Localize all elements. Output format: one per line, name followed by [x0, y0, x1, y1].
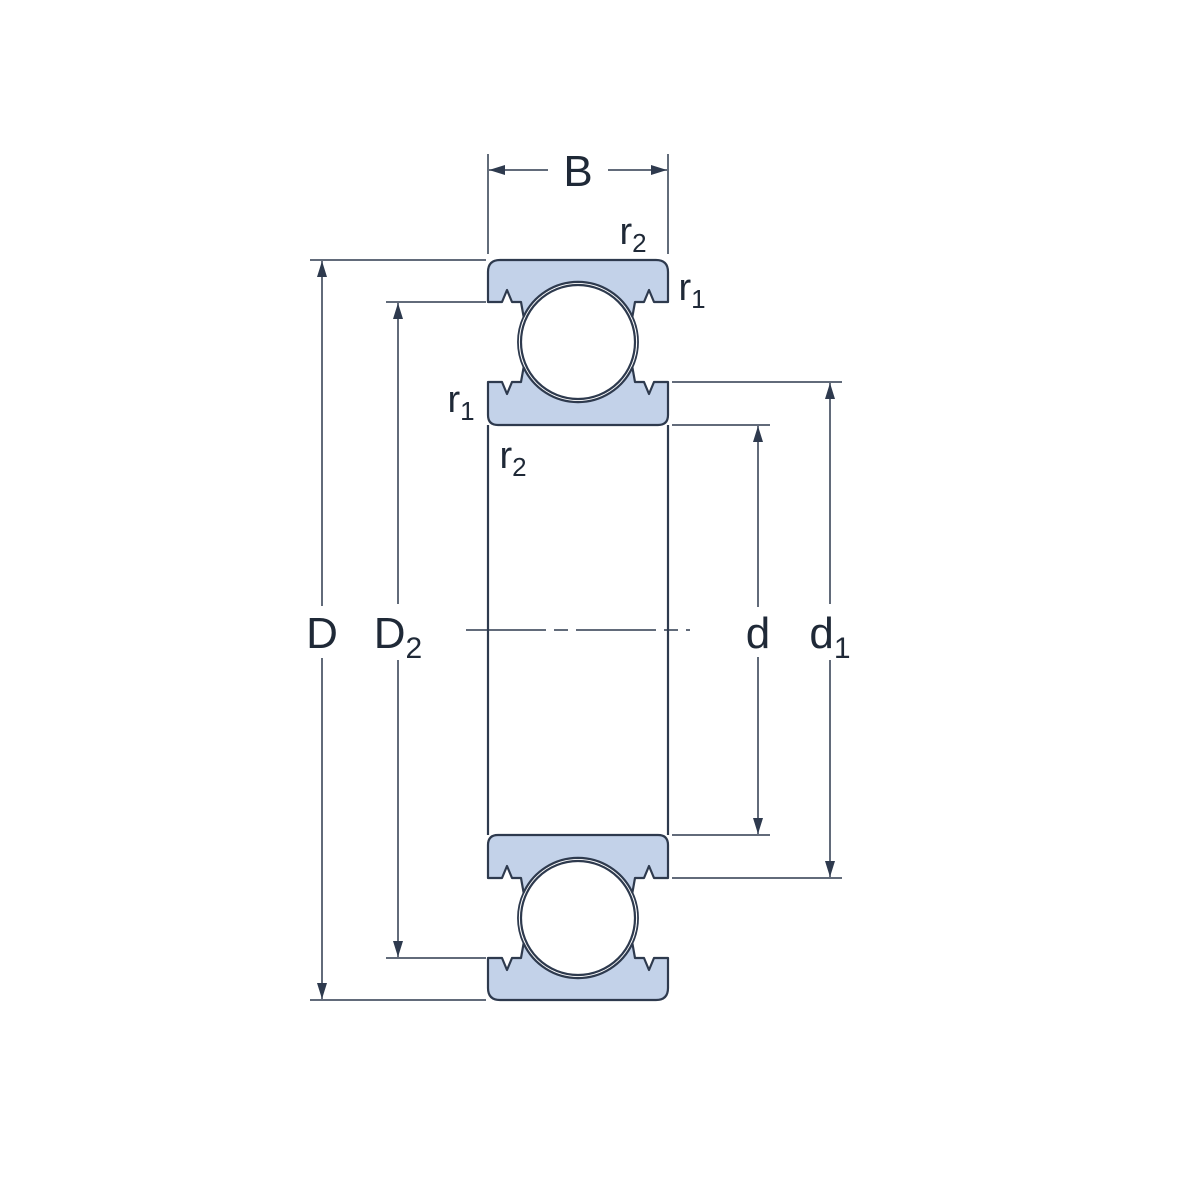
- ball-top: [519, 283, 637, 401]
- race-arc-left-top: [517, 316, 525, 368]
- race-arc-right-top: [631, 316, 639, 368]
- label-sub: 2: [632, 228, 646, 258]
- inner-ring-top: [486, 366, 670, 427]
- dim-label-bore-diameter-d: d: [746, 609, 770, 658]
- radius-labels: r2 r1 r1 r2: [447, 211, 705, 482]
- dim-label-outer-diameter-D: D: [306, 609, 338, 658]
- outer-ring-bottom: [486, 942, 670, 1002]
- arrowhead-right: [651, 165, 667, 175]
- arrowhead-up: [825, 383, 835, 399]
- label-main: d: [809, 609, 833, 658]
- arrowhead-left: [489, 165, 505, 175]
- radius-label-r2-top: r2: [619, 211, 646, 258]
- radius-label-r2-left: r2: [499, 435, 526, 482]
- arrowhead-down: [393, 941, 403, 957]
- arrowhead-down: [825, 861, 835, 877]
- label-sub: 1: [691, 284, 705, 314]
- label-main: D: [374, 609, 406, 658]
- dimension-D: D: [306, 259, 486, 1001]
- arrowhead-up: [753, 426, 763, 442]
- dimension-D2: D2: [374, 301, 486, 959]
- dimension-B: B: [487, 147, 669, 254]
- race-arc-left-bottom: [517, 892, 525, 944]
- dim-label-recess-diameter-D2: D2: [374, 609, 422, 665]
- arrowhead-up: [393, 303, 403, 319]
- label-main: r: [619, 211, 632, 253]
- label-main: B: [563, 147, 592, 196]
- label-sub: 1: [834, 632, 851, 665]
- label-sub: 2: [406, 632, 423, 665]
- label-sub: 1: [460, 396, 474, 426]
- dim-label-shoulder-diameter-d1: d1: [809, 609, 850, 665]
- dim-label-width-B: B: [563, 147, 592, 196]
- arrowhead-up: [317, 261, 327, 277]
- label-main: r: [499, 435, 512, 477]
- arrowhead-down: [753, 818, 763, 834]
- bearing-top-section: [486, 258, 670, 427]
- label-main: r: [447, 379, 460, 421]
- bearing-bottom-section: [486, 833, 670, 1002]
- radius-label-r1-right: r1: [678, 267, 705, 314]
- ball-bottom: [519, 859, 637, 977]
- label-main: D: [306, 609, 338, 658]
- race-arc-right-bottom: [631, 892, 639, 944]
- dimension-d: d: [672, 424, 770, 836]
- label-sub: 2: [512, 452, 526, 482]
- arrowhead-down: [317, 983, 327, 999]
- inner-ring-bottom: [486, 833, 670, 894]
- label-main: r: [678, 267, 691, 309]
- label-main: d: [746, 609, 770, 658]
- outer-ring-top: [486, 258, 670, 318]
- radius-label-r1-left: r1: [447, 379, 474, 426]
- dimension-d1: d1: [672, 381, 851, 879]
